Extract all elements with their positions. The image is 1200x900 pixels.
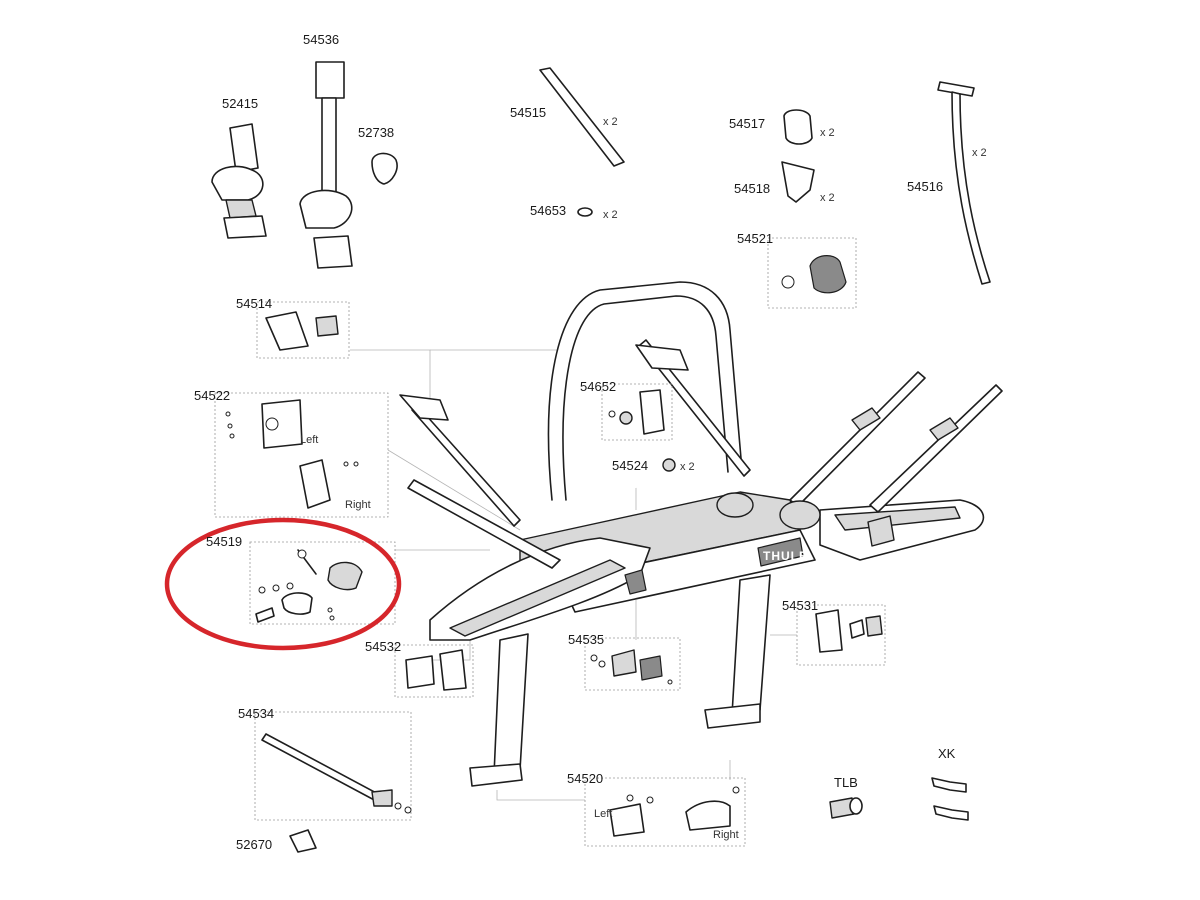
part-54522-box (214, 392, 389, 518)
part-54518-end-cap (781, 161, 815, 203)
part-label-54518: 54518 (734, 181, 770, 196)
part-label-54521: 54521 (737, 231, 773, 246)
qty-label-54653: x 2 (603, 209, 618, 221)
qty-label-54516: x 2 (972, 147, 987, 159)
part-xk-keys (931, 777, 969, 821)
part-labels: 52415 54536 52738 54515 54653 54517 5451… (194, 32, 956, 852)
qty-label-54517: x 2 (820, 127, 835, 139)
part-54532-box (394, 644, 474, 698)
part-label-54535: 54535 (568, 632, 604, 647)
part-label-54517: 54517 (729, 116, 765, 131)
highlight-ring-54519 (164, 517, 402, 651)
part-label-xk: XK (938, 746, 956, 761)
part-label-54524: 54524 (612, 458, 648, 473)
side-label-54522-right: Right (345, 499, 371, 511)
part-54516-strap (937, 81, 991, 285)
part-tlb-lock (829, 797, 863, 819)
qty-label-54518: x 2 (820, 192, 835, 204)
part-52738-knob (371, 152, 398, 185)
side-labels: Left Right Left Right (300, 434, 739, 841)
part-54517-end-cap (783, 109, 813, 145)
qty-label-54524: x 2 (680, 461, 695, 473)
part-54515-strap (539, 67, 625, 167)
part-label-52670: 52670 (236, 837, 272, 852)
part-54652-box (601, 383, 673, 441)
part-54514-box (256, 301, 350, 359)
part-label-54519: 54519 (206, 534, 242, 549)
part-54653-washer (577, 207, 593, 217)
part-label-54520: 54520 (567, 771, 603, 786)
part-label-54516: 54516 (907, 179, 943, 194)
part-label-54514: 54514 (236, 296, 272, 311)
part-label-54653: 54653 (530, 203, 566, 218)
part-54521-knob-box (767, 237, 857, 309)
part-label-52415: 52415 (222, 96, 258, 111)
part-label-54652: 54652 (580, 379, 616, 394)
quantity-labels: x 2 x 2 x 2 x 2 x 2 x 2 (603, 116, 987, 473)
part-label-54534: 54534 (238, 706, 274, 721)
part-54524-washer (662, 458, 676, 472)
main-carrier-assembly: THULE (399, 281, 1003, 787)
brand-logo-text: THULE (763, 549, 808, 563)
part-label-54515: 54515 (510, 105, 546, 120)
part-52415-clamp-arm (211, 123, 267, 239)
part-54534-box (254, 711, 412, 821)
part-label-54531: 54531 (782, 598, 818, 613)
side-label-54520-right: Right (713, 829, 739, 841)
part-label-54532: 54532 (365, 639, 401, 654)
part-label-52738: 52738 (358, 125, 394, 140)
part-label-tlb: TLB (834, 775, 858, 790)
part-54519-box (249, 541, 396, 625)
side-label-54520-left: Left (594, 808, 612, 820)
side-label-54522-left: Left (300, 434, 318, 446)
part-54536-clamp-arm-long (299, 61, 353, 269)
part-54531-box (796, 604, 886, 666)
part-52670-clip (289, 829, 317, 853)
qty-label-54515: x 2 (603, 116, 618, 128)
part-label-54536: 54536 (303, 32, 339, 47)
part-54520-box (584, 777, 746, 847)
part-label-54522: 54522 (194, 388, 230, 403)
part-54535-box (584, 637, 681, 691)
